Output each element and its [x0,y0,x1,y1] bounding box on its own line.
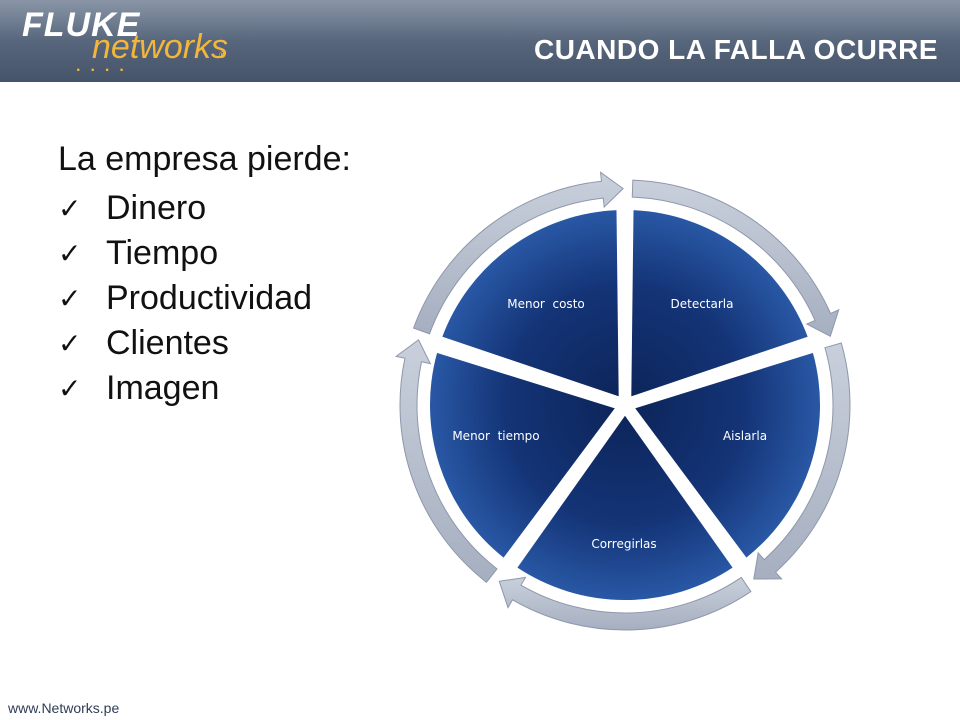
list-item-label: Imagen [106,369,220,407]
cycle-step-label: Menor costo [507,297,584,311]
cycle-step-label: Aislarla [723,429,767,443]
footer-url: www.Networks.pe [8,700,120,716]
list-item: ✓ Productividad [58,276,312,321]
cycle-segment [629,208,811,400]
list-heading: La empresa pierde: [58,140,351,178]
cycle-labels: Detectarla Aislarla Corregirlas Menor ti… [452,297,767,551]
check-icon: ✓ [58,373,82,404]
cycle-segment [514,412,736,602]
cycle-segment [439,208,621,400]
cycle-segments [428,208,822,602]
logo-dots: .... [76,58,134,75]
list-item: ✓ Imagen [58,366,312,411]
cycle-arrow [498,576,752,631]
cycle-segment [428,350,619,561]
logo-fluke-text: FLUKE [22,6,141,44]
cycle-segment [631,350,822,561]
logo-registered-mark: ® [219,50,226,60]
cycle-step-label: Detectarla [671,297,734,311]
check-icon: ✓ [58,328,82,359]
check-icon: ✓ [58,193,82,224]
list-item: ✓ Dinero [58,186,312,231]
cycle-step-label: Corregirlas [591,537,656,551]
list-item-label: Dinero [106,189,207,227]
cycle-arrow [631,179,840,338]
cycle-arrow [394,339,498,584]
slide-title: CUANDO LA FALLA OCURRE [533,34,938,65]
header-bar: FLUKE networks ® .... CUANDO LA FALLA OC… [0,0,960,82]
check-icon: ✓ [58,283,82,314]
list-item: ✓ Tiempo [58,231,312,276]
logo-networks-text: networks [92,28,229,66]
list-item-label: Productividad [106,279,313,317]
list-item-label: Tiempo [106,234,219,272]
list-item-label: Clientes [106,324,229,362]
cycle-step-label: Menor tiempo [452,429,539,443]
check-icon: ✓ [58,238,82,269]
cycle-arrow [753,342,851,580]
list-item: ✓ Clientes [58,321,312,366]
loss-list: ✓ Dinero ✓ Tiempo ✓ Productividad ✓ Clientes… [58,186,312,411]
cycle-arrow-ring [394,171,851,631]
header-shine [0,0,960,40]
cycle-arrow [412,171,624,335]
